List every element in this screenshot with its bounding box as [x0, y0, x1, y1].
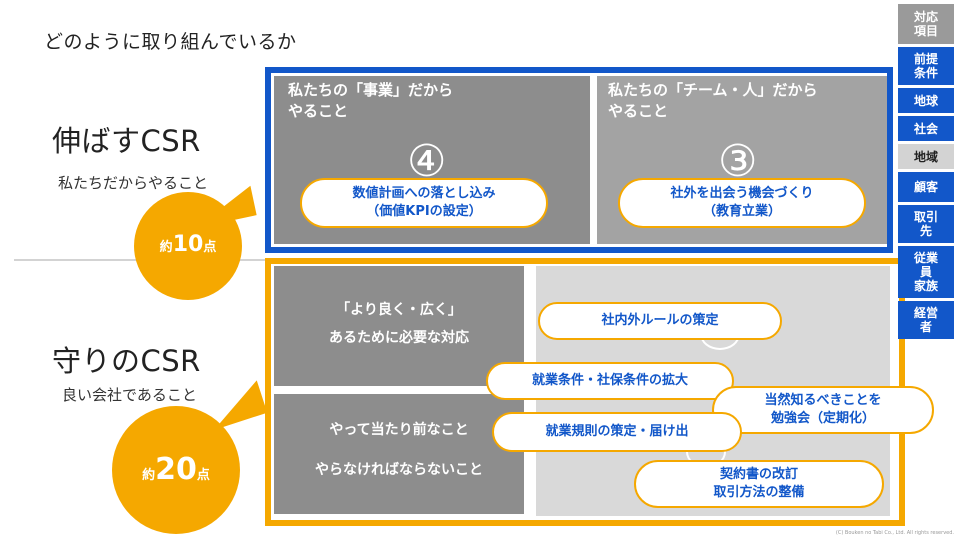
external-meetings-pill: 社外を出会う機会づくり （教育立業） [618, 178, 866, 228]
rules-pill: 社内外ルールの策定 [538, 302, 782, 340]
bubble-number: 10 [172, 232, 204, 257]
sidebar-item-community[interactable]: 地域 [898, 144, 954, 169]
must-do-text: やって当たり前なこと やらなければならないこと [315, 422, 483, 478]
work-conditions-pill: 就業条件・社保条件の拡大 [486, 362, 734, 400]
team-panel-title: 私たちの「チーム・人」だから やること [608, 81, 818, 120]
bubble-suffix: 点 [196, 468, 210, 483]
bubble-suffix: 点 [203, 240, 217, 255]
kpi-setting-pill: 数値計画への落とし込み （価値KPIの設定） [300, 178, 548, 228]
number-three-badge: ③ [718, 136, 758, 187]
sidebar-item-premise[interactable]: 前提 条件 [898, 47, 954, 85]
bubble-prefix: 約 [159, 240, 173, 255]
study-sessions-pill: 当然知るべきことを 勉強会（定期化） [712, 386, 934, 434]
contracts-pill: 契約書の改訂 取引方法の整備 [634, 460, 884, 508]
sidebar-item-employees[interactable]: 従業 員 家族 [898, 246, 954, 298]
bubble-number: 20 [155, 452, 197, 487]
protect-csr-heading: 守りのCSR [52, 344, 201, 378]
sidebar-header: 対応 項目 [898, 4, 954, 44]
bubble-prefix: 約 [142, 468, 156, 483]
copyright-notice: (C) Bouken no Tabi Co., Ltd. All rights … [835, 530, 954, 536]
better-wider-text: 「より良く・広く」 あるために必要な対応 [329, 302, 469, 346]
grow-csr-heading: 伸ばすCSR [52, 124, 201, 158]
grow-csr-subtitle: 私たちだからやること [58, 174, 209, 192]
number-four-badge: ④ [407, 136, 447, 187]
protect-csr-subtitle: 良い会社であること [62, 386, 197, 404]
must-do-panel [274, 394, 524, 514]
business-panel-title: 私たちの「事業」だから やること [288, 81, 454, 120]
sidebar-item-management[interactable]: 経営 者 [898, 301, 954, 339]
better-wider-panel [274, 266, 524, 386]
sidebar-item-partners[interactable]: 取引 先 [898, 205, 954, 243]
work-rules-pill: 就業規則の策定・届け出 [492, 412, 742, 452]
sidebar-item-customers[interactable]: 顧客 [898, 172, 954, 202]
sidebar-item-society[interactable]: 社会 [898, 116, 954, 141]
slide-title: どのように取り組んでいるか [44, 31, 297, 53]
sidebar-item-earth[interactable]: 地球 [898, 88, 954, 113]
stakeholder-sidebar: 対応 項目 前提 条件 地球 社会 地域 顧客 取引 先 従業 員 家族 経営 … [898, 4, 954, 342]
